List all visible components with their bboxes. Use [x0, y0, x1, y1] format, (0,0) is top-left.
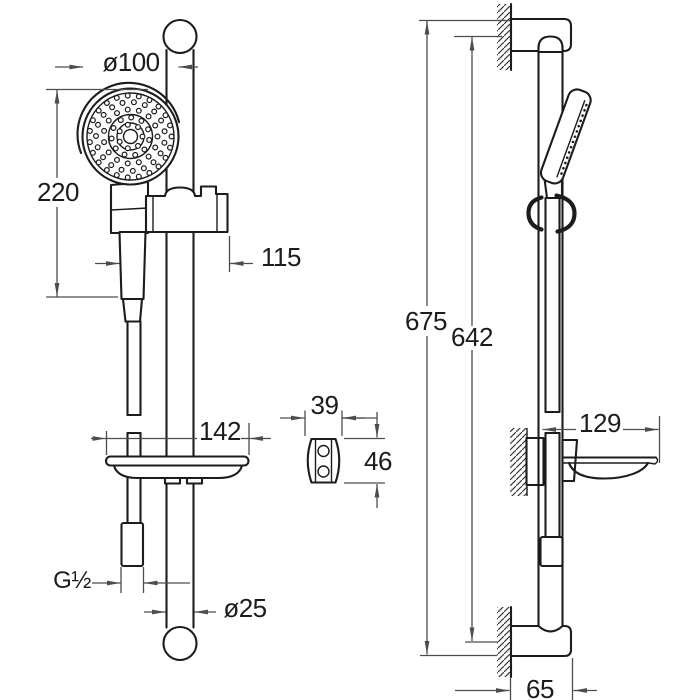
dim-label-bracket-depth: 65	[526, 674, 554, 700]
dim-thread-size: G½	[53, 567, 190, 594]
side-spray-ticks	[560, 103, 588, 175]
dim-holder-offset: 115	[95, 236, 302, 272]
rail-bottom-knob	[162, 625, 198, 662]
dim-label-head-diameter: ø100	[102, 47, 159, 77]
wall-section	[497, 2, 528, 679]
spray-nozzles	[86, 92, 175, 181]
rail-top-knob	[162, 18, 198, 55]
dim-label-holder-offset: 115	[261, 242, 301, 272]
soap-dish-side	[561, 438, 659, 483]
dim-label-clamp-width: 39	[311, 390, 339, 420]
dim-label-dish-depth: 129	[579, 408, 621, 438]
shower-hose	[120, 320, 145, 568]
dim-label-overall-height: 675	[405, 306, 447, 336]
dimension-annotations: ø100 220 115 142	[37, 19, 661, 700]
hose-nut	[120, 521, 145, 568]
dim-label-dish-width: 142	[199, 416, 241, 446]
hose-nut-side	[539, 535, 564, 568]
dim-dish-depth: 129	[542, 408, 661, 463]
dim-head-height: 220	[37, 88, 148, 298]
hand-shower-side	[539, 88, 592, 185]
dim-rail-diameter: ø25	[144, 593, 267, 623]
dim-head-diameter: ø100	[55, 47, 198, 77]
dim-label-clamp-height: 46	[364, 446, 392, 476]
wall-bracket-bottom	[509, 624, 573, 658]
dim-clamp-height: 46	[344, 412, 392, 508]
dim-bracket-depth: 65	[455, 658, 597, 700]
soap-dish-rim	[104, 455, 250, 467]
screw-hole	[317, 444, 330, 458]
dim-label-rail-diameter: ø25	[223, 593, 266, 623]
shower-hose-side	[539, 196, 564, 568]
dim-label-bar-height: 642	[451, 322, 493, 352]
hand-shower-handle-neck	[109, 180, 150, 235]
side-view	[497, 2, 659, 679]
shower-head	[76, 81, 181, 186]
wall-clamp-detail	[306, 437, 341, 484]
head-back-rim-arc	[76, 81, 181, 155]
hand-shower-grip	[118, 230, 147, 323]
dim-bar-height: 642	[451, 35, 502, 643]
screw-hole	[317, 465, 330, 478]
soap-dish	[104, 455, 250, 485]
front-view	[76, 18, 250, 662]
dim-dish-width: 142	[91, 416, 271, 455]
holder-side	[526, 193, 577, 234]
dim-overall-height: 675	[404, 19, 510, 657]
dim-label-head-height: 220	[37, 177, 79, 207]
hand-shower-holder	[144, 185, 229, 234]
dim-label-thread-size: G½	[53, 567, 91, 594]
dim-clamp-width: 39	[280, 390, 377, 436]
dish-wall-clamp	[525, 436, 545, 487]
